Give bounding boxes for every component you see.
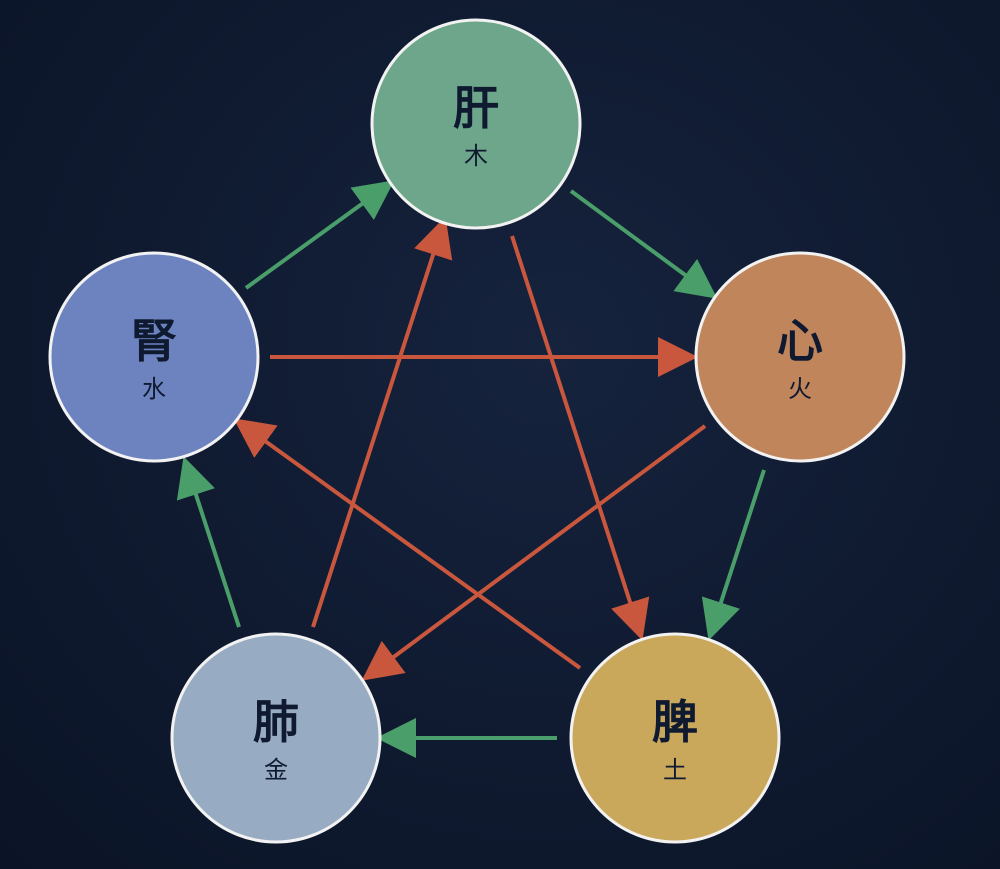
node-liver-circle xyxy=(370,18,582,230)
node-liver: 肝 木 xyxy=(370,18,582,230)
node-liver-element: 木 xyxy=(464,142,488,170)
node-lung: 肺 金 xyxy=(170,632,382,844)
node-lung-organ: 肺 xyxy=(253,695,299,749)
node-heart-organ: 心 xyxy=(777,314,823,368)
node-lung-element: 金 xyxy=(264,756,288,784)
arrow-spleen-to-kidney xyxy=(233,418,582,670)
node-kidney-element: 水 xyxy=(142,375,166,403)
arrow-lung-to-liver xyxy=(311,216,453,628)
arrow-liver-to-spleen xyxy=(510,235,650,641)
node-spleen-circle xyxy=(569,632,781,844)
node-kidney-organ: 腎 xyxy=(131,314,177,368)
node-spleen-organ: 脾 xyxy=(652,695,698,749)
arrow-kidney-to-liver xyxy=(244,180,395,290)
node-heart-element: 火 xyxy=(788,375,812,403)
node-lung-circle xyxy=(170,632,382,844)
node-spleen-element: 土 xyxy=(663,756,687,784)
node-kidney: 腎 水 xyxy=(48,251,260,463)
arrow-lung-to-kidney xyxy=(176,456,241,628)
arrow-heart-to-spleen xyxy=(701,469,766,641)
node-liver-organ: 肝 xyxy=(453,81,499,135)
node-heart-circle xyxy=(694,251,906,463)
node-heart: 心 火 xyxy=(694,251,906,463)
arrow-heart-to-lung xyxy=(361,424,707,681)
node-kidney-circle xyxy=(48,251,260,463)
node-spleen: 脾 土 xyxy=(569,632,781,844)
arrow-liver-to-heart xyxy=(569,189,718,299)
